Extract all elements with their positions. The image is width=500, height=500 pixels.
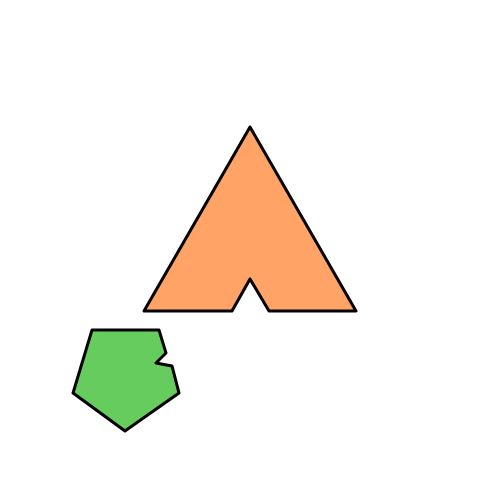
notched-pentagon [71,328,181,433]
notched-triangle [142,125,358,313]
